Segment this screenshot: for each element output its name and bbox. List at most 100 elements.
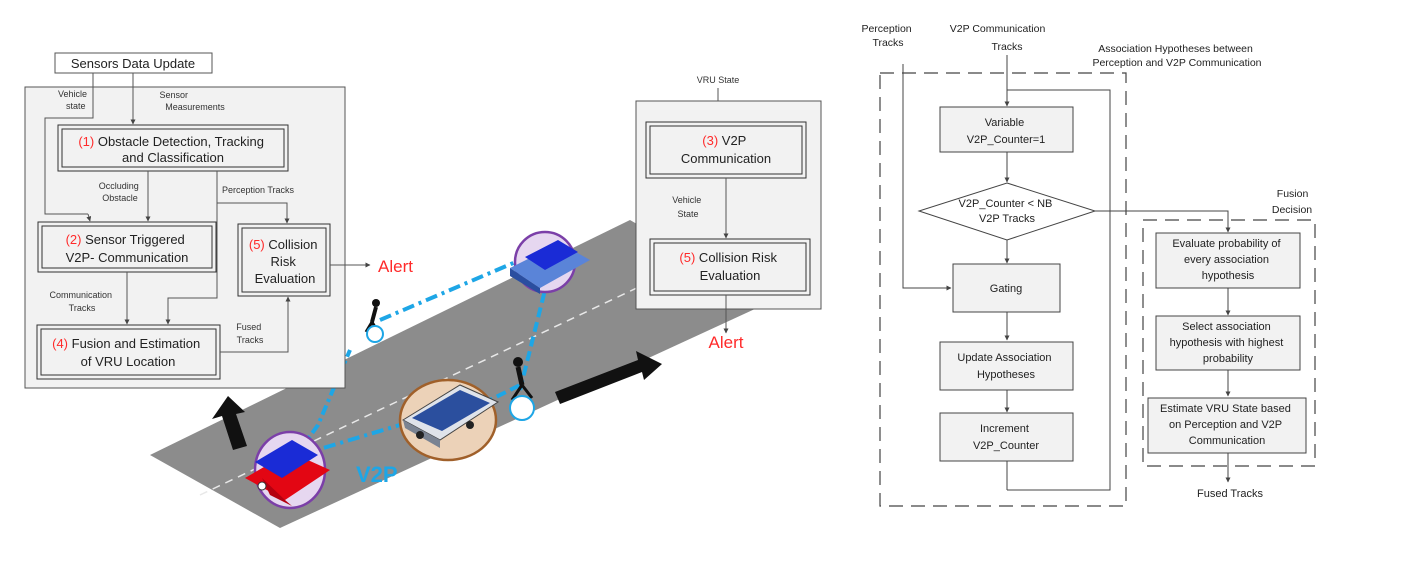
svg-text:Vehicle State: Vehicle State — [672, 195, 704, 219]
sensor-measurements-label-2: Measurements — [165, 102, 225, 112]
left-motion-arrow — [212, 396, 247, 450]
block5-line1: Collision — [265, 237, 318, 252]
fc-fused-tracks: Fused Tracks — [1197, 488, 1264, 500]
svg-text:Fusion Decision: Fusion Decision — [1272, 188, 1312, 216]
fc-decision-text-2: V2P Tracks — [979, 213, 1036, 225]
svg-text:Association Hypotheses between: Association Hypotheses between Perceptio… — [1092, 43, 1261, 69]
fc-update: Update Association — [957, 352, 1051, 364]
fc-increment-box — [939, 412, 1074, 462]
right-motion-arrow — [555, 351, 662, 404]
block2-line1: Sensor Triggered — [81, 232, 184, 247]
fc-estimate: Estimate VRU State based — [1160, 403, 1291, 415]
fc-variable-box — [939, 106, 1074, 153]
red-car-icon — [245, 430, 330, 510]
svg-text:(1) Obstacle Detection, Tracki: (1) Obstacle Detection, Tracking and Cla… — [78, 134, 267, 165]
vru-state-label: VRU State — [697, 75, 740, 85]
fc-select-box — [1155, 315, 1301, 371]
block5-line2: Risk — [271, 254, 297, 269]
perception-tracks-label: Perception Tracks — [222, 185, 295, 195]
fc-fusion-box — [1142, 219, 1316, 467]
bus-icon — [398, 378, 500, 462]
svg-text:(5) Collision Risk: (5) Collision Risk Evaluation — [249, 237, 321, 286]
flowchart: Perception Tracks V2P Communication Trac… — [861, 23, 1316, 507]
fc-variable: Variable — [985, 117, 1025, 129]
svg-text:(2) Sensor Triggered V2P: (2) Sensor Triggered V2P- Communication — [66, 232, 189, 265]
left-alert: Alert — [378, 257, 413, 276]
communication-tracks-label: Tracks — [69, 303, 96, 313]
fc-estimate-box — [1147, 397, 1307, 454]
vru-block5-line1: Collision Risk — [695, 250, 777, 265]
vru-block5-num: (5) — [679, 250, 695, 265]
fc-estimate-3: Communication — [1189, 435, 1265, 447]
fc-evaluate: Evaluate probability of — [1172, 238, 1281, 250]
pedestrian-right-icon — [509, 357, 535, 421]
svg-text:Perception Tracks: Perception Tracks — [861, 23, 914, 49]
block3-line1: V2P — [718, 133, 746, 148]
fc-select: Select association — [1182, 321, 1271, 333]
fc-fusion-label-2: Decision — [1272, 204, 1312, 216]
block3-num: (3) — [702, 133, 718, 148]
block3-line2: Communication — [681, 151, 771, 166]
fc-assoc-title: Association Hypotheses between — [1098, 43, 1253, 55]
fused-label: Fused — [236, 322, 261, 332]
fc-v2p-comm-label: V2P Communication — [950, 23, 1046, 35]
block2-line2: V2P- Communication — [66, 250, 189, 265]
vru-vehicle-label: Vehicle — [672, 195, 701, 205]
fc-evaluate-box — [1155, 232, 1301, 289]
fc-update-2: Hypotheses — [977, 369, 1036, 381]
occluding-label: Occluding — [99, 181, 139, 191]
fc-evaluate-3: hypothesis — [1202, 270, 1255, 282]
svg-text:V2P Communication Tracks: V2P Communication Tracks — [950, 23, 1048, 53]
svg-text:(5) Collision Risk Evalu: (5) Collision Risk Evaluation — [679, 250, 780, 283]
obstacle-label: Obstacle — [102, 193, 138, 203]
fc-fusion-label: Fusion — [1277, 188, 1309, 200]
sensors-box-label: Sensors Data Update — [71, 56, 195, 71]
vru-state-label-2: State — [677, 209, 698, 219]
svg-text:Vehicle state: Vehicle state — [58, 89, 90, 111]
fc-increment-2: V2P_Counter — [973, 440, 1039, 452]
svg-text:Estimate VRU State based: Estimate VRU State based on Perception a… — [1160, 403, 1294, 447]
block5-num: (5) — [249, 237, 265, 252]
block4-line1: Fusion and Estimation — [68, 336, 200, 351]
communication-label: Communication — [49, 290, 112, 300]
vru-block5-line2: Evaluation — [700, 268, 761, 283]
svg-text:Fused Tracks: Fused Tracks — [236, 322, 264, 345]
vru-alert: Alert — [709, 333, 744, 352]
blue-car-icon — [510, 230, 590, 294]
block1-num: (1) — [78, 134, 94, 149]
block1-line1: Obstacle Detection, Tracking — [94, 134, 264, 149]
fc-estimate-2: on Perception and V2P — [1169, 419, 1282, 431]
block1-line2: and Classification — [122, 150, 224, 165]
fc-association-box — [879, 72, 1127, 507]
vehicle-state-label-2: state — [66, 101, 86, 111]
svg-text:Increment V2P_Counter: Increment V2P_Counter — [973, 423, 1039, 452]
fc-increment: Increment — [980, 423, 1029, 435]
vehicle-panel: Sensors Data Update Vehicle state Sensor… — [24, 52, 413, 389]
fc-evaluate-2: every association — [1184, 254, 1269, 266]
svg-text:Communication Tracks: Communication Tracks — [49, 290, 114, 313]
svg-text:V2P_Counter < NB V2P Tra: V2P_Counter < NB V2P Tracks — [959, 198, 1056, 225]
fc-assoc-title-2: Perception and V2P Communication — [1092, 57, 1261, 69]
svg-text:Select association hypot: Select association hypothesis with highe… — [1170, 321, 1287, 365]
fc-gating: Gating — [990, 283, 1022, 295]
fc-decision — [917, 182, 1097, 241]
fc-perception-label-2: Tracks — [872, 37, 903, 49]
fc-perception-label: Perception — [861, 23, 911, 35]
pedestrian-top-icon — [364, 299, 384, 343]
block4-num: (4) — [52, 336, 68, 351]
svg-text:(4) Fusion and Estimation: (4) Fusion and Estimation of VRU Locatio… — [52, 336, 204, 369]
fc-decision-text: V2P_Counter < NB — [959, 198, 1053, 210]
vehicle-state-label: Vehicle — [58, 89, 87, 99]
v2p-label: V2P — [356, 462, 398, 487]
block4-line2: of VRU Location — [81, 354, 176, 369]
svg-text:Occluding Obstacle: Occluding Obstacle — [99, 181, 142, 203]
fc-update-box — [939, 341, 1074, 391]
road-scene: V2P — [150, 220, 770, 528]
svg-text:Update Association Hypot: Update Association Hypotheses — [957, 352, 1054, 381]
svg-text:Evaluate probability of: Evaluate probability of every associatio… — [1172, 238, 1283, 282]
svg-text:Variable V2P_Counter=1: Variable V2P_Counter=1 — [967, 117, 1046, 146]
fused-tracks-label: Tracks — [237, 335, 264, 345]
svg-text:(3) V2P Communication: (3) V2P Communication — [681, 133, 771, 166]
fc-select-2: hypothesis with highest — [1170, 337, 1284, 349]
